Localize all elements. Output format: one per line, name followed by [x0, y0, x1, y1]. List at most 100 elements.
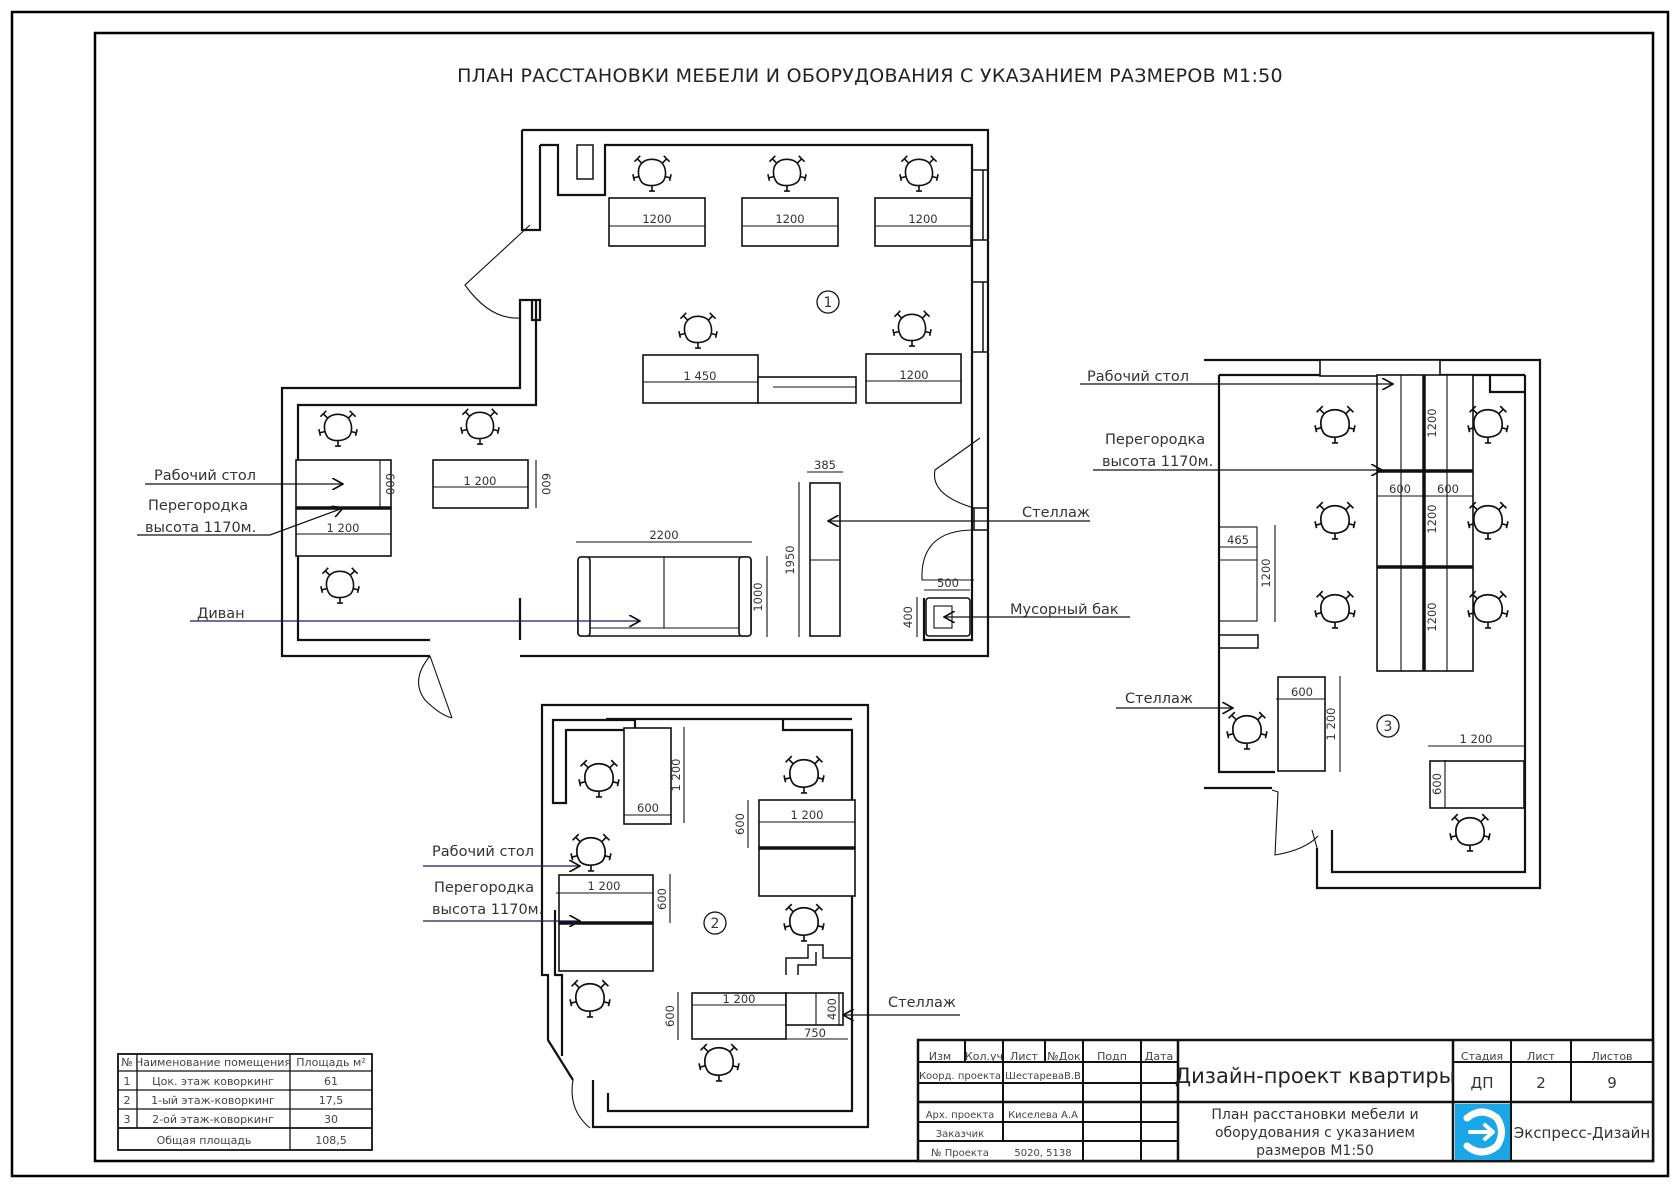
inner-frame	[93, 31, 1655, 1163]
table-row: 3 2-ой этаж-коворкинг 30	[124, 1113, 339, 1126]
role-name: ШестареваВ.В	[1005, 1071, 1081, 1082]
chair-icon	[783, 903, 825, 942]
table-row: 1 Цок. этаж коворкинг 61	[124, 1075, 339, 1088]
callout-partition: Перегородка	[434, 880, 534, 896]
col-header: №Док	[1047, 1050, 1081, 1063]
desk	[865, 353, 962, 404]
dim-label: 600	[655, 888, 669, 910]
chair-icon	[569, 979, 611, 1018]
callout-partition: высота 1170м.	[432, 902, 543, 918]
row-name: 2-ой этаж-коворкинг	[152, 1113, 274, 1126]
callout-partition: высота 1170м.	[145, 520, 256, 536]
room-2-door	[571, 1079, 591, 1129]
chair-icon	[1467, 405, 1509, 444]
chair-icon	[698, 1043, 740, 1082]
room-3-inner-wall	[1217, 373, 1527, 874]
callout-bin: Мусорный бак	[1010, 602, 1119, 618]
shelf	[785, 992, 844, 1026]
row-name: Цок. этаж коворкинг	[152, 1075, 274, 1088]
room-2: 600 1 200 1 200 600 1 200 600 1 200 600	[423, 703, 960, 1129]
room-1-outer-wall	[280, 128, 990, 658]
dim-label: 400	[825, 998, 839, 1020]
table-header-no: №	[121, 1056, 132, 1069]
room-1-window	[971, 169, 989, 241]
dim-label: 600	[383, 473, 397, 495]
col-header: Дата	[1145, 1050, 1173, 1063]
chair-icon	[460, 408, 500, 445]
chair-icon	[1314, 405, 1356, 444]
callout-shelf: Стеллаж	[1022, 505, 1090, 521]
dim-label: 1 200	[1324, 708, 1338, 741]
col-header: Подп	[1097, 1050, 1127, 1063]
row-name: 1-ый этаж-коворкинг	[151, 1094, 275, 1107]
room-2-stairs	[785, 944, 852, 975]
room-number: 1	[824, 295, 833, 311]
sheet-description: План расстановки мебели и	[1211, 1107, 1418, 1123]
chair-icon	[1467, 590, 1509, 629]
dim-label: 500	[937, 576, 959, 590]
callout-partition: Перегородка	[148, 498, 248, 514]
role-name: 5020, 5138	[1014, 1148, 1071, 1159]
dim-label: 600	[663, 1005, 677, 1027]
chair-icon	[783, 755, 825, 794]
role-label: Заказчик	[936, 1129, 984, 1140]
role-label: № Проекта	[931, 1148, 989, 1159]
table-total-value: 108,5	[315, 1134, 347, 1147]
desk	[758, 799, 856, 849]
dim-label: 1200	[899, 368, 928, 382]
role-name: Киселева А.А	[1008, 1110, 1078, 1121]
chair-icon	[320, 567, 360, 604]
chair-icon	[578, 759, 620, 798]
dim-label: 1200	[1425, 504, 1439, 533]
dim-label: 600	[637, 801, 659, 815]
room-1-door-top-left	[464, 224, 531, 319]
chair-icon	[1226, 711, 1268, 750]
desk	[741, 197, 839, 247]
room-number: 3	[1384, 719, 1393, 735]
row-no: 2	[124, 1094, 131, 1107]
sofa	[577, 556, 752, 637]
sheet-label: Лист	[1527, 1050, 1555, 1063]
row-no: 3	[124, 1113, 131, 1126]
room-1: 1200 1200 1200 1 450 1200 1 1 200 600 1	[137, 128, 1130, 719]
dim-label: 600	[1389, 482, 1411, 496]
leader-line	[137, 508, 343, 536]
room-1-window	[971, 281, 989, 353]
chair-icon	[318, 410, 358, 447]
room-3: 600 600 1200 1200 1200 465 1200 600 1 20…	[1080, 358, 1542, 890]
chair-icon	[892, 310, 932, 347]
dim-label: 600	[1437, 482, 1459, 496]
desk	[642, 354, 759, 404]
dim-label: 1 200	[723, 992, 756, 1006]
desk	[1429, 760, 1525, 809]
row-no: 1	[124, 1075, 131, 1088]
role-label: Коорд. проекта	[919, 1071, 1001, 1082]
dim-label: 1 200	[327, 521, 360, 535]
chair-icon	[899, 155, 939, 192]
callout-sofa: Диван	[197, 606, 245, 622]
stage-value: ДП	[1471, 1074, 1494, 1092]
dim-label: 1200	[1259, 558, 1273, 587]
chair-icon	[1314, 501, 1356, 540]
desk	[691, 992, 787, 1040]
table-header-name: Наименование помещения	[135, 1056, 291, 1069]
callout-desk: Рабочий стол	[154, 468, 256, 484]
desk	[758, 847, 856, 897]
table-header-area: Площадь м²	[296, 1056, 365, 1069]
area-table: № Наименование помещения Площадь м² 1 Цо…	[117, 1053, 373, 1151]
dim-label: 750	[804, 1026, 826, 1040]
row-area: 61	[324, 1075, 338, 1088]
dim-label: 1000	[751, 582, 765, 611]
sheets-value: 9	[1607, 1074, 1617, 1092]
callout-desk: Рабочий стол	[1087, 369, 1189, 385]
room-number-badge	[703, 911, 727, 935]
row-area: 17,5	[319, 1094, 344, 1107]
room-3-shelf-wall	[1219, 634, 1259, 649]
sheet-title: ПЛАН РАССТАНОВКИ МЕБЕЛИ И ОБОРУДОВАНИЯ С…	[457, 65, 1283, 87]
sheet-description: оборудования с указанием	[1215, 1125, 1415, 1141]
room-1-door-bottom	[418, 655, 453, 719]
dim-label: 1950	[783, 545, 797, 574]
dim-label: 1 200	[464, 474, 497, 488]
col-header: Изм	[929, 1050, 951, 1063]
col-header: Кол.уч	[965, 1050, 1003, 1063]
